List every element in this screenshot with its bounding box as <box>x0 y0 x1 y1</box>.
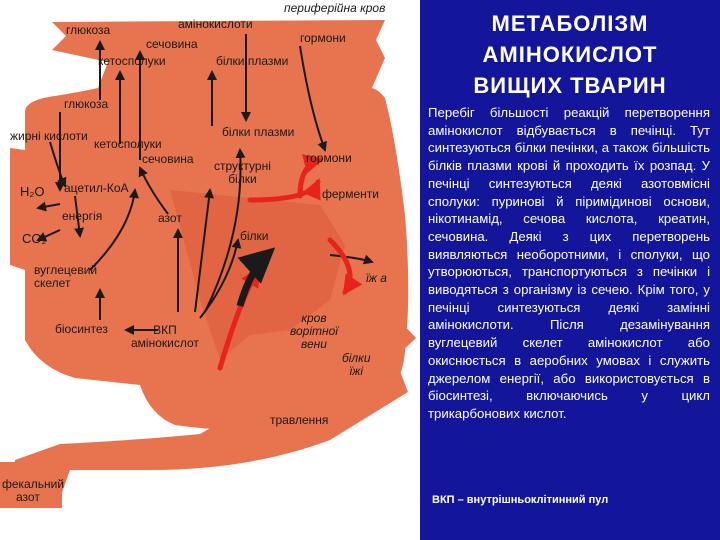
label-liver-urea: сечовина <box>142 152 194 166</box>
red-arrow-enzymes <box>247 178 321 203</box>
red-arrow-food-proteins <box>327 237 363 296</box>
fecal-outlet <box>0 462 62 508</box>
label-blood-plasma-proteins: білки плазми <box>216 54 289 68</box>
arrow-acetyl-energy <box>74 195 84 238</box>
metabolism-diagram: периферійна кров глюкоза амінокислоти го… <box>0 0 420 540</box>
label-structural-proteins: структурні білки <box>214 160 271 186</box>
label-blood-glucose: глюкоза <box>66 23 111 37</box>
vkp-subtitle: амінокислот <box>131 336 199 350</box>
portal-line-2: ворітної <box>290 324 338 338</box>
page-title: МЕТАБОЛІЗМ АМІНОКИСЛОТ ВИЩИХ ТВАРИН <box>420 8 720 101</box>
diagram-graphic <box>0 20 416 508</box>
label-carbon-skeleton: вуглецевий скелет <box>34 264 97 290</box>
label-fecal-nitrogen: фекальний азот <box>2 478 64 504</box>
arrow-to-food <box>329 254 374 265</box>
structural-line-2: білки <box>228 172 257 186</box>
title-line-3: ВИЩИХ ТВАРИН <box>473 73 667 98</box>
portal-line-3: вени <box>301 337 327 351</box>
label-blood-amino: амінокислоти <box>178 17 253 31</box>
label-h2o: H₂O <box>20 184 45 199</box>
structural-line-1: структурні <box>214 159 271 173</box>
label-energy: енергія <box>62 209 103 223</box>
arrow-to-co2 <box>36 229 61 242</box>
label-fatty-acids: жирні кислоти <box>10 129 88 143</box>
label-blood-hormones: гормони <box>300 31 346 45</box>
arrow-skeleton-acetyl <box>89 188 139 271</box>
skeleton-line-2: скелет <box>34 276 71 290</box>
arrow-nitrogen-urea <box>138 166 169 215</box>
peripheral-blood-band <box>52 20 385 88</box>
food-proteins-line-1: білки <box>342 351 371 365</box>
red-arrow-hormones <box>297 154 324 199</box>
description-text: Перебіг більшості реакцій перетворення а… <box>428 105 710 421</box>
title-line-2: АМІНОКИСЛОТ <box>482 42 658 67</box>
label-peripheral-blood: периферійна кров <box>284 1 386 15</box>
label-blood-ketones: кетосполуки <box>98 54 166 68</box>
label-co2: CO₂ <box>22 231 47 246</box>
label-proteins: білки <box>240 229 269 243</box>
fecal-line-2: азот <box>16 490 40 504</box>
arrow-vkp-structural <box>194 188 214 313</box>
food-proteins-line-2: їжі <box>349 364 364 378</box>
arrow-fatty-acetyl <box>49 141 67 188</box>
intestine-band <box>15 358 408 500</box>
arrow-vkp-plasma <box>204 148 246 313</box>
vkp-title: ВКП <box>153 323 177 337</box>
skeleton-line-1: вуглецевий <box>34 263 98 277</box>
black-arrow-plasma-big <box>236 247 276 307</box>
label-nitrogen: азот <box>158 211 182 225</box>
arrow-h2o <box>36 201 61 212</box>
footnote: ВКП – внутрішньоклітинний пул <box>432 494 609 506</box>
label-digestion: травлення <box>270 413 329 427</box>
fecal-line-1: фекальний <box>2 477 65 491</box>
label-blood-urea: сечовина <box>146 37 198 51</box>
label-biosynthesis: біосинтез <box>55 322 108 336</box>
label-liver-ketones: кетосполуки <box>94 137 162 151</box>
label-liver-plasma-proteins: білки плазми <box>222 125 295 139</box>
label-liver-hormones: гормони <box>306 151 352 165</box>
label-acetyl-coa: ацетил-КоА <box>64 181 129 195</box>
label-vkp-block: ВКП амінокислот <box>131 324 199 350</box>
portal-line-1: кров <box>301 311 327 325</box>
label-liver-glucose: глюкоза <box>64 97 109 111</box>
label-enzymes: ферменти <box>322 187 379 201</box>
title-line-1: МЕТАБОЛІЗМ <box>491 11 649 36</box>
description-panel: МЕТАБОЛІЗМ АМІНОКИСЛОТ ВИЩИХ ТВАРИН Пере… <box>420 0 720 540</box>
label-food: їж а <box>366 271 387 285</box>
label-portal-blood: кров ворітної вени <box>290 312 338 351</box>
arrow-hormones-down <box>299 45 327 152</box>
label-food-proteins: білки їжі <box>342 352 371 378</box>
